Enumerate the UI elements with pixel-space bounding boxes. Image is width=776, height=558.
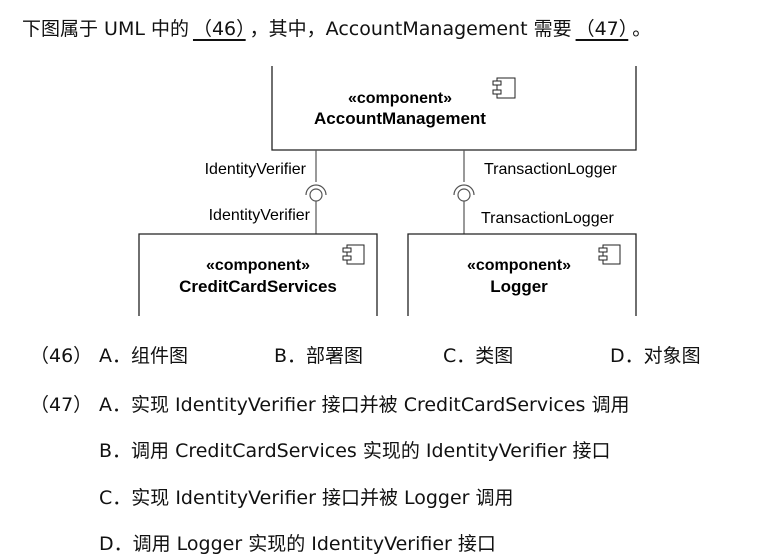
top-name: AccountManagement	[314, 109, 486, 128]
component-icon	[598, 244, 621, 265]
option-text: 调用 Logger 实现的 IdentityVerifier 接口	[132, 533, 496, 555]
logger-component: «component» Logger	[407, 233, 637, 316]
option-letter: C．	[99, 487, 132, 509]
br-stereotype: «component»	[467, 257, 571, 274]
component-icon	[492, 77, 516, 99]
left-provided-label: IdentityVerifier	[209, 207, 311, 224]
left-required-label: IdentityVerifier	[205, 161, 307, 178]
question-text-mid: ，其中，AccountManagement 需要	[249, 18, 572, 40]
q47-option-b[interactable]: B．调用 CreditCardServices 实现的 IdentityVeri…	[99, 438, 611, 464]
blank-46: （46）	[192, 18, 246, 40]
bl-stereotype: «component»	[206, 257, 310, 274]
q47-option-a[interactable]: A．实现 IdentityVerifier 接口并被 CreditCardSer…	[99, 392, 629, 418]
right-provided-label: TransactionLogger	[481, 210, 614, 227]
blank-47: （47）	[575, 18, 629, 40]
q46-option-a[interactable]: A．组件图	[99, 343, 188, 369]
option-text: 类图	[475, 345, 514, 367]
option-letter: A．	[99, 394, 131, 416]
identity-verifier-interface: IdentityVerifier IdentityVerifier	[205, 150, 327, 234]
option-text: 调用 CreditCardServices 实现的 IdentityVerifi…	[131, 440, 611, 462]
q47-option-d[interactable]: D．调用 Logger 实现的 IdentityVerifier 接口	[99, 531, 496, 557]
br-name: Logger	[490, 277, 548, 296]
q47-option-c[interactable]: C．实现 IdentityVerifier 接口并被 Logger 调用	[99, 485, 514, 511]
account-management-component: «component» AccountManagement	[271, 66, 637, 151]
q46-option-c[interactable]: C．类图	[443, 343, 513, 369]
option-letter: D．	[99, 533, 133, 555]
component-icon	[342, 244, 365, 265]
bl-name: CreditCardServices	[179, 277, 337, 296]
q46-number: （46）	[30, 345, 93, 367]
option-text: 对象图	[643, 345, 701, 367]
option-text: 实现 IdentityVerifier 接口并被 Logger 调用	[131, 487, 514, 509]
question-stem: 下图属于 UML 中的（46），其中，AccountManagement 需要（…	[22, 16, 651, 42]
top-stereotype: «component»	[348, 90, 452, 107]
option-text: 组件图	[131, 345, 189, 367]
option-letter: C．	[443, 345, 476, 367]
option-text: 实现 IdentityVerifier 接口并被 CreditCardServi…	[131, 394, 630, 416]
option-letter: A．	[99, 345, 131, 367]
credit-card-services-component: «component» CreditCardServices	[138, 233, 378, 316]
option-letter: B．	[274, 345, 307, 367]
option-text: 部署图	[306, 345, 364, 367]
q47-number: （47）	[30, 394, 93, 416]
option-letter: B．	[99, 440, 132, 462]
question-text-pre: 下图属于 UML 中的	[22, 18, 189, 40]
option-letter: D．	[610, 345, 644, 367]
q46-option-d[interactable]: D．对象图	[610, 343, 701, 369]
right-required-label: TransactionLogger	[484, 161, 617, 178]
transaction-logger-interface: TransactionLogger TransactionLogger	[453, 150, 617, 234]
question-text-end: 。	[632, 18, 652, 40]
diagram-area: «component» AccountManagement IdentityVe…	[138, 66, 637, 316]
q46-option-b[interactable]: B．部署图	[274, 343, 363, 369]
